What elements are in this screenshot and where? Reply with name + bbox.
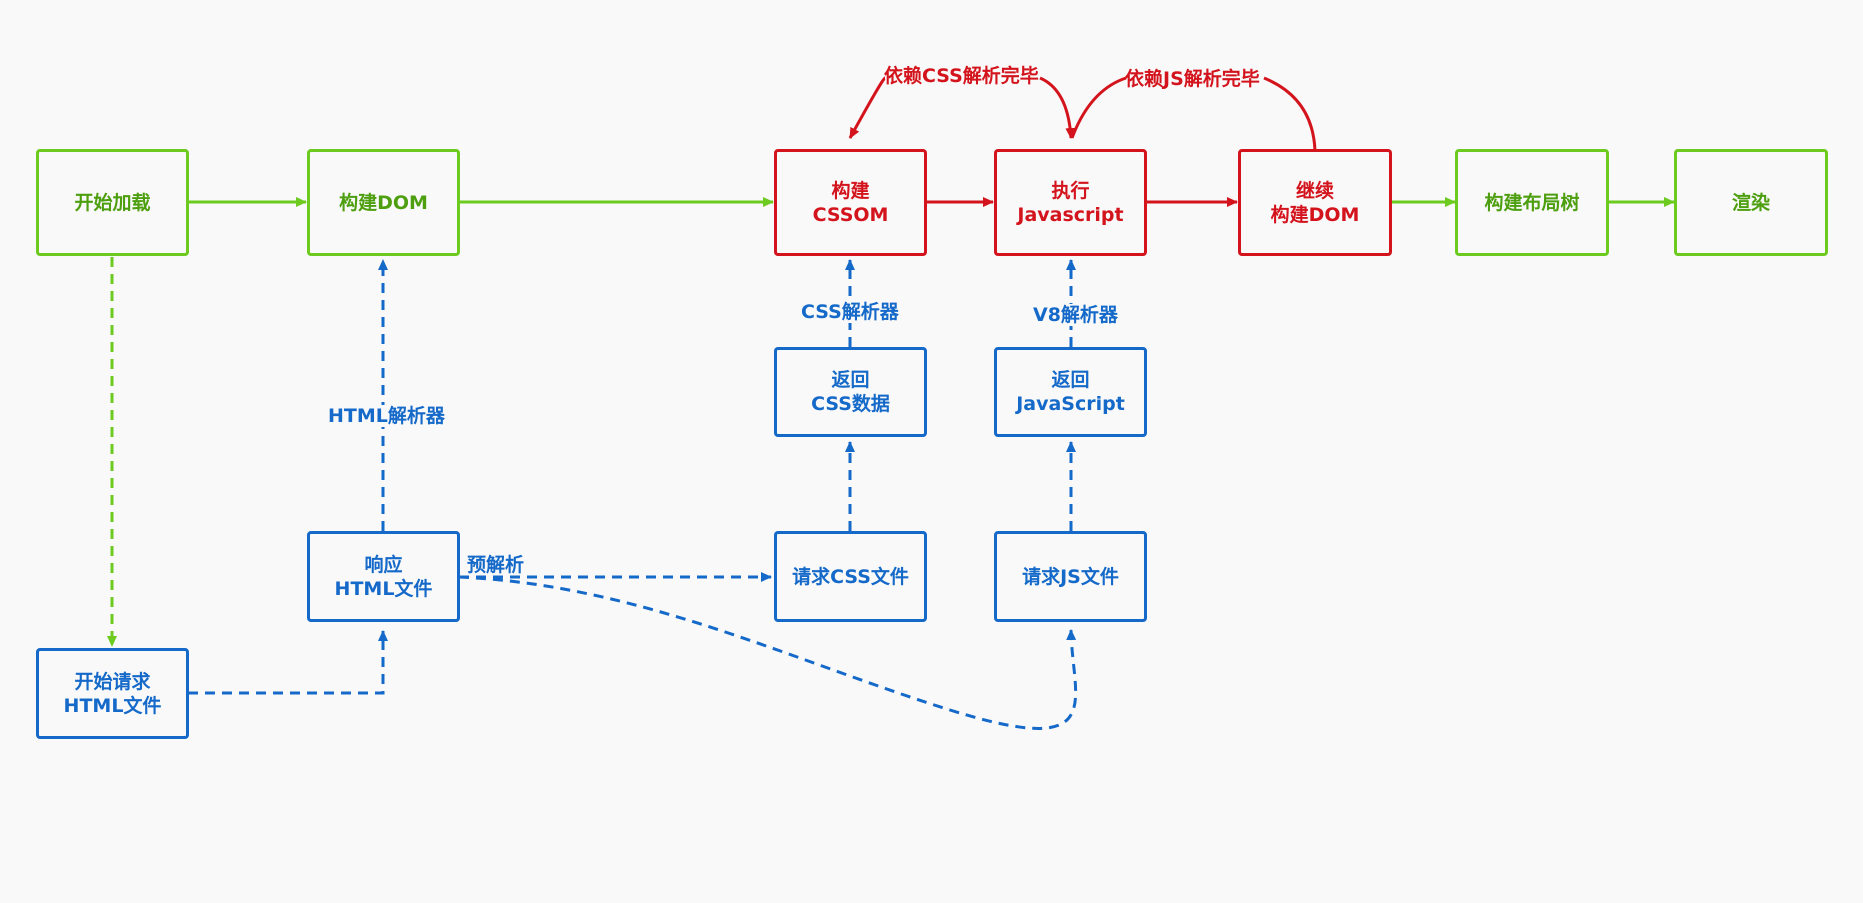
node-continue-dom-line-2: 构建DOM <box>1270 203 1360 226</box>
node-request-html: 开始请求 HTML文件 <box>36 648 189 739</box>
node-build-cssom: 构建 CSSOM <box>774 149 927 256</box>
node-exec-js-line-2: Javascript <box>1017 203 1124 226</box>
node-response-html-line-1: 响应 <box>364 553 403 576</box>
node-return-css-line-2: CSS数据 <box>811 393 890 415</box>
node-request-css-line-1: 请求CSS文件 <box>792 565 909 588</box>
curve-depends-css <box>848 76 887 139</box>
node-return-css: 返回 CSS数据 <box>774 347 927 437</box>
node-request-css: 请求CSS文件 <box>774 531 927 622</box>
node-start-load-line-1: 开始加载 <box>74 191 151 214</box>
curve-continue-to-js <box>1263 76 1317 152</box>
node-build-cssom-line-1: 构建 <box>831 179 870 202</box>
node-build-layout-line-1: 构建布局树 <box>1484 191 1580 214</box>
node-return-css-line-1: 返回 <box>831 369 870 391</box>
node-continue-dom: 继续 构建DOM <box>1238 149 1392 256</box>
node-request-html-line-1: 开始请求 <box>74 670 151 693</box>
node-request-js: 请求JS文件 <box>994 531 1147 622</box>
node-request-html-line-2: HTML文件 <box>63 694 162 717</box>
node-exec-js-line-1: 执行 <box>1051 179 1090 202</box>
node-start-load: 开始加载 <box>36 149 189 256</box>
curve-response-to-request-js <box>458 575 1078 730</box>
node-render: 渲染 <box>1674 149 1828 256</box>
node-build-layout: 构建布局树 <box>1455 149 1609 256</box>
label-preparse: 预解析 <box>467 554 525 576</box>
node-return-js-line-1: 返回 <box>1051 369 1090 391</box>
curve-depends-js <box>1070 76 1127 139</box>
curve-css-to-js <box>1039 76 1076 139</box>
node-exec-js: 执行 Javascript <box>994 149 1147 256</box>
label-html-parser: HTML解析器 <box>328 405 445 427</box>
node-response-html: 响应 HTML文件 <box>307 531 460 622</box>
node-build-cssom-line-2: CSSOM <box>812 203 889 226</box>
node-render-line-1: 渲染 <box>1731 191 1770 214</box>
node-build-dom-line-1: 构建DOM <box>339 191 428 214</box>
node-request-js-line-1: 请求JS文件 <box>1022 565 1119 588</box>
node-return-js: 返回 JavaScript <box>994 347 1147 437</box>
label-v8-parser: V8解析器 <box>1033 304 1118 326</box>
node-continue-dom-line-1: 继续 <box>1295 179 1334 202</box>
arrow-request-to-response <box>188 630 388 695</box>
label-depends-css: 依赖CSS解析完毕 <box>884 65 1039 87</box>
node-return-js-line-2: JavaScript <box>1016 393 1125 415</box>
node-response-html-line-2: HTML文件 <box>334 577 433 600</box>
label-css-parser: CSS解析器 <box>801 301 899 323</box>
label-depends-js: 依赖JS解析完毕 <box>1125 68 1260 90</box>
node-build-dom: 构建DOM <box>307 149 460 256</box>
